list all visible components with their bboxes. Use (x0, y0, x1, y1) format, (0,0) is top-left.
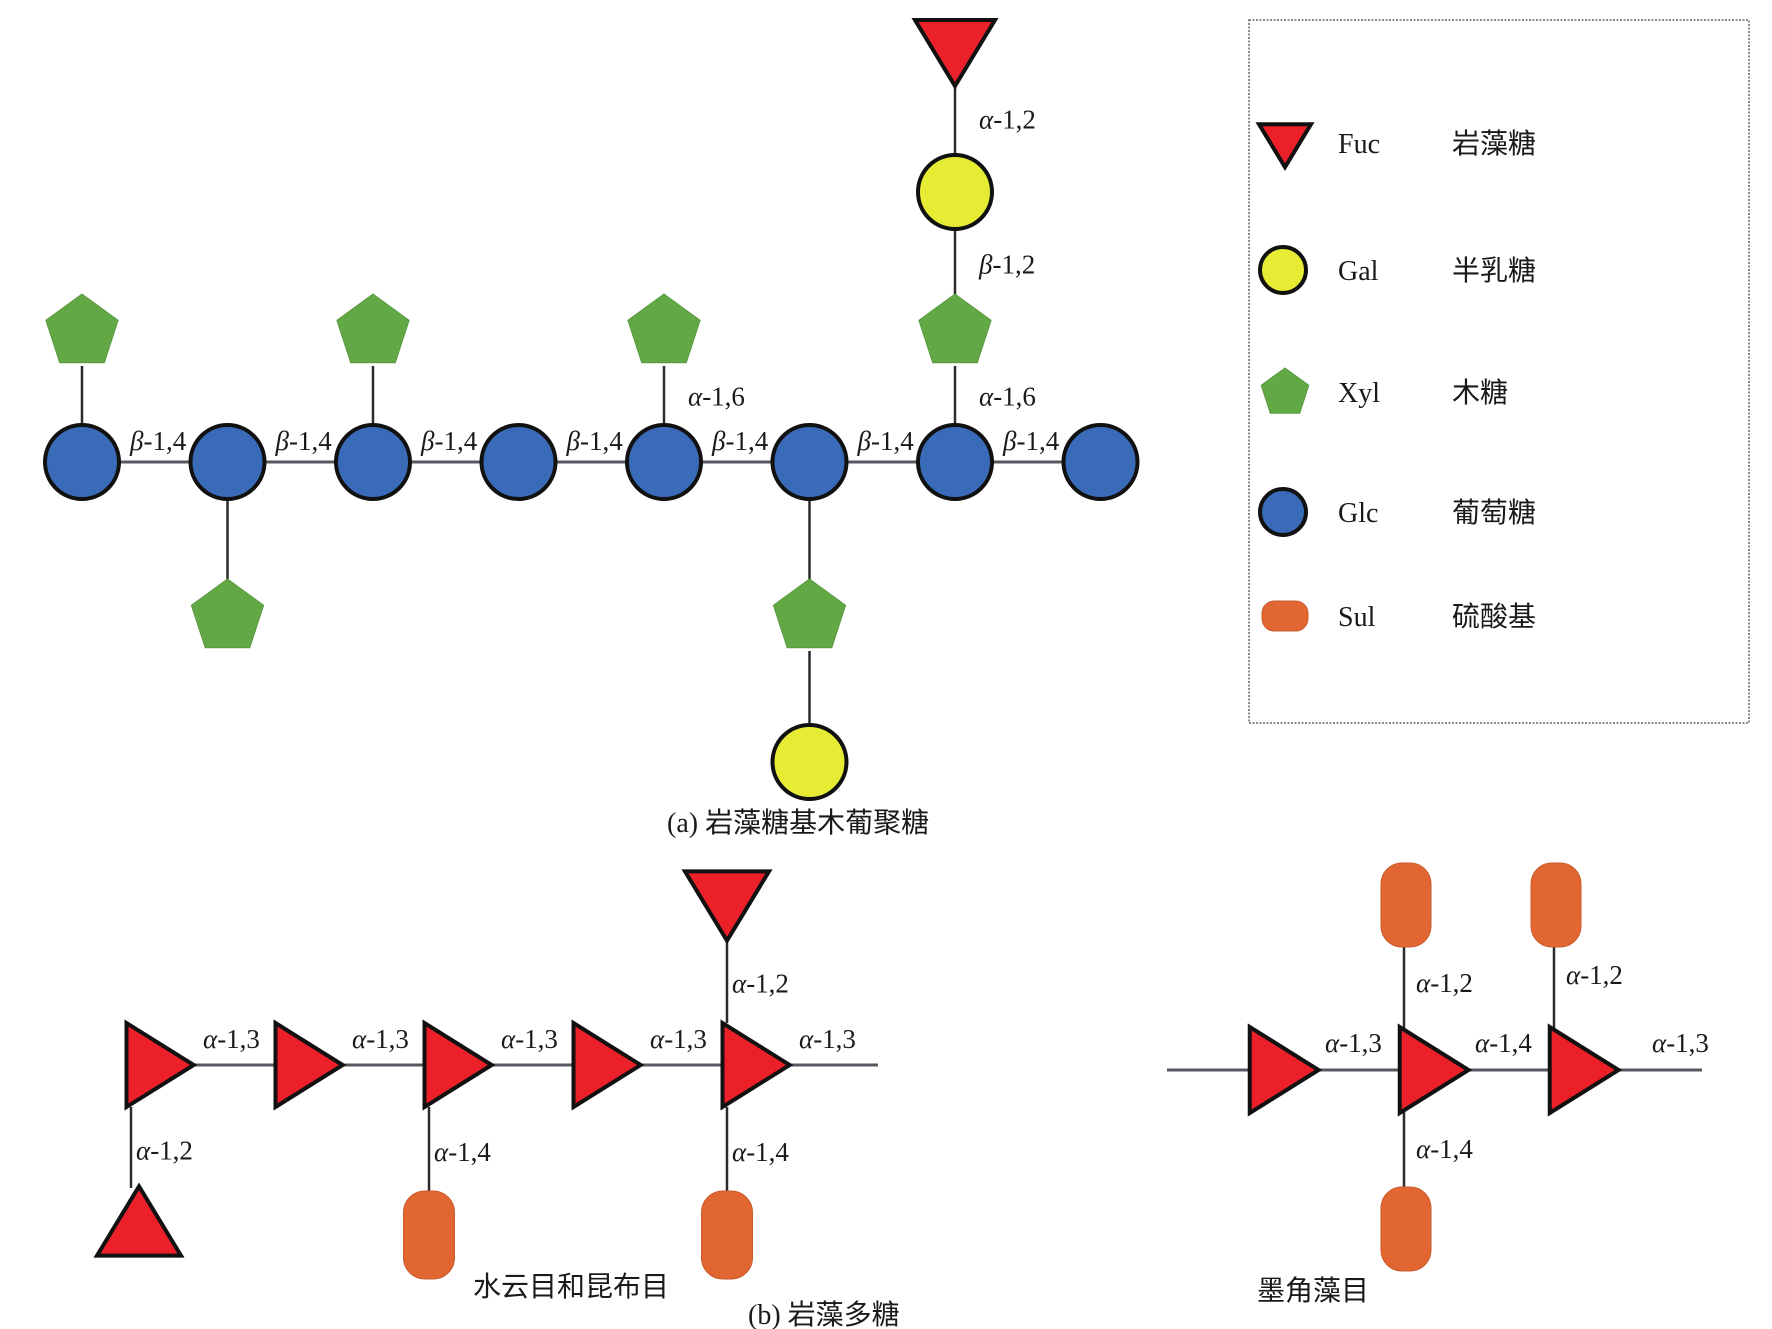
legend-name: 半乳糖 (1452, 255, 1536, 287)
caption-panel-b: (b) 岩藻多糖 (748, 1299, 900, 1329)
legend-item-fuc: Fuc 岩藻糖 (1255, 122, 1536, 171)
backbone-linkage-label: α-1,3 (650, 1024, 707, 1054)
fuc-triangle (124, 1019, 198, 1111)
sul-capsule (403, 1190, 455, 1280)
backbone-linkage-label: β-1,4 (566, 426, 624, 456)
legend-item-gal: Gal 半乳糖 (1258, 245, 1536, 295)
glc-circle (625, 423, 703, 501)
legend-code: Xyl (1338, 378, 1380, 409)
legend: Fuc 岩藻糖 Gal 半乳糖 Xyl 木糖 Glc 葡萄糖 Sul 硫酸基 (1248, 19, 1750, 724)
branch-xyl (772, 578, 847, 649)
backbone-linkage-label: α-1,3 (352, 1024, 409, 1054)
legend-name: 葡萄糖 (1452, 497, 1536, 529)
trailing-linkage-label: α-1,3 (799, 1024, 856, 1054)
fuc-triangle (93, 1182, 185, 1258)
sul-legend-icon (1261, 600, 1309, 632)
branch-xyl (627, 293, 701, 364)
caption-panel-a: (a) 岩藻糖基木葡聚糖 (667, 807, 929, 839)
branch-linkage-label: α-1,4 (1416, 1134, 1473, 1164)
legend-name: 硫酸基 (1452, 601, 1536, 633)
fuc-triangle (681, 869, 773, 945)
branch-linkage-label: α-1,6 (979, 382, 1036, 412)
glc-circle (43, 423, 121, 501)
fuc-triangle (1547, 1023, 1623, 1117)
branch-xyl (190, 578, 265, 649)
branch-linkage-label: α-1,2 (136, 1136, 193, 1166)
glc-circle (916, 423, 994, 501)
gal-legend-icon (1258, 245, 1308, 295)
caption-panel-b-right: 墨角藻目 (1257, 1275, 1369, 1307)
backbone-linkage-label: β-1,4 (420, 426, 478, 456)
linkage-label-layer: β-1,4 β-1,4 β-1,4 β-1,4 β-1,4 β-1,4 β-1,4 α-1,6… (129, 105, 1709, 1168)
sul-capsule (1530, 862, 1582, 948)
glc-circle (188, 423, 267, 501)
fuc-triangle (1247, 1023, 1323, 1117)
backbone-linkage-label: α-1,4 (1475, 1028, 1532, 1058)
trailing-linkage-label: α-1,3 (1652, 1028, 1709, 1058)
fuc-triangle (571, 1019, 645, 1111)
branch-xyl (918, 293, 992, 364)
legend-box (1248, 19, 1750, 724)
branch-gal (916, 153, 994, 231)
branch-linkage-label: α-1,6 (688, 382, 745, 412)
residue-layer (43, 18, 1623, 1280)
branch-linkage-label: β-1,2 (978, 250, 1035, 280)
backbone-linkage-label: β-1,4 (711, 426, 769, 456)
sul-capsule (701, 1190, 753, 1280)
bond-layer (80, 82, 1702, 1191)
xyl-legend-icon (1260, 367, 1310, 414)
legend-name: 木糖 (1452, 377, 1508, 409)
legend-item-glc: Glc 葡萄糖 (1258, 487, 1536, 537)
branch-linkage-label: α-1,2 (1566, 960, 1623, 990)
branch-xyl (336, 293, 410, 364)
legend-item-sul: Sul 硫酸基 (1261, 600, 1536, 633)
backbone-linkage-label: β-1,4 (129, 426, 187, 456)
glc-circle (334, 423, 412, 501)
branch-linkage-label: α-1,4 (434, 1137, 491, 1167)
fuc-legend-icon (1255, 122, 1315, 171)
branch-gal (770, 723, 849, 801)
branch-linkage-label: α-1,4 (732, 1137, 789, 1167)
legend-code: Gal (1338, 256, 1379, 287)
fuc-triangle (273, 1019, 347, 1111)
branch-linkage-label: α-1,2 (979, 105, 1036, 135)
fuc-triangle (422, 1019, 496, 1111)
legend-code: Sul (1338, 602, 1376, 633)
sul-capsule (1380, 862, 1432, 948)
backbone-linkage-label: β-1,4 (857, 426, 915, 456)
glc-circle (1061, 423, 1140, 501)
panel-a-residues (43, 18, 1140, 801)
fuc-triangle (720, 1019, 794, 1111)
legend-name: 岩藻糖 (1452, 128, 1536, 160)
backbone-linkage-label: β-1,4 (275, 426, 333, 456)
sul-capsule (1380, 1186, 1432, 1272)
panel-b-left-residues (93, 869, 794, 1280)
legend-code: Fuc (1338, 129, 1380, 160)
branch-linkage-label: α-1,2 (1416, 968, 1473, 998)
panel-b-right-residues (1247, 862, 1623, 1272)
legend-rows: Fuc 岩藻糖 Gal 半乳糖 Xyl 木糖 Glc 葡萄糖 Sul 硫酸基 (1255, 122, 1536, 633)
glc-circle (770, 423, 849, 501)
legend-code: Glc (1338, 498, 1378, 529)
glc-circle (479, 423, 558, 501)
backbone-linkage-label: β-1,4 (1002, 426, 1060, 456)
caption-panel-b-left: 水云目和昆布目 (473, 1271, 669, 1303)
backbone-linkage-label: α-1,3 (501, 1024, 558, 1054)
backbone-linkage-label: α-1,3 (203, 1024, 260, 1054)
fuc-triangle (1397, 1023, 1473, 1117)
glc-legend-icon (1258, 487, 1308, 537)
branch-linkage-label: α-1,2 (732, 969, 789, 999)
branch-xyl (45, 293, 119, 364)
branch-fuc (911, 18, 999, 90)
backbone-linkage-label: α-1,3 (1325, 1028, 1382, 1058)
legend-item-xyl: Xyl 木糖 (1260, 367, 1508, 414)
